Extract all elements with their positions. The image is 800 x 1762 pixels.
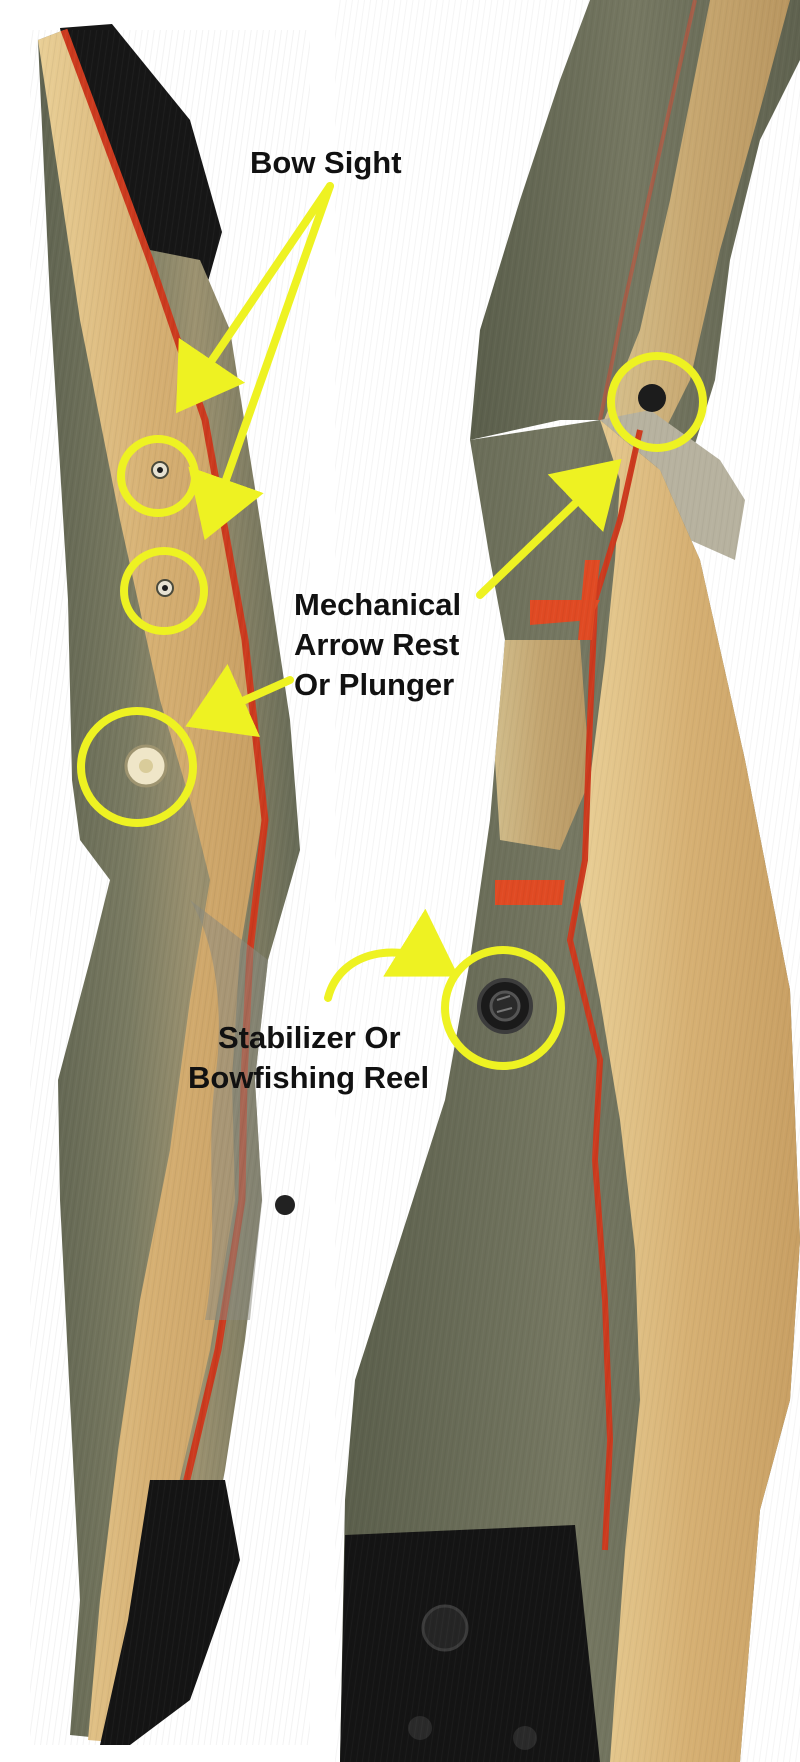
arrow-rest-label-line-2: Arrow Rest (294, 627, 460, 662)
bow-sight-label: Bow Sight (250, 143, 402, 183)
stabilizer-circle (441, 946, 565, 1070)
stabilizer-label: Stabilizer Or Bowfishing Reel (188, 1018, 429, 1098)
bow-sight-arrow-lower (188, 182, 334, 541)
arrow-rest-label-line-3: Or Plunger (294, 667, 455, 702)
right-plunger-hole (638, 384, 666, 412)
arrow-rest-label: Mechanical Arrow Rest Or Plunger (294, 585, 461, 705)
arrow-rest-circle-left (77, 707, 197, 827)
arrow-rest-arrow-right (476, 458, 622, 599)
right-riser (335, 0, 800, 1762)
arrow-rest-circle-right (607, 352, 707, 452)
callout-overlays (77, 182, 707, 1070)
bow-sight-arrow-upper (176, 182, 334, 414)
stabilizer-label-line-1: Stabilizer Or (218, 1020, 401, 1055)
arrow-rest-arrow-left (185, 663, 294, 738)
bow-sight-circle-lower (120, 547, 208, 635)
stabilizer-label-line-2: Bowfishing Reel (188, 1060, 430, 1095)
bow-sight-label-line: Bow Sight (250, 145, 402, 180)
arrow-rest-label-line-1: Mechanical (294, 587, 462, 622)
stabilizer-arrow (324, 908, 459, 1002)
